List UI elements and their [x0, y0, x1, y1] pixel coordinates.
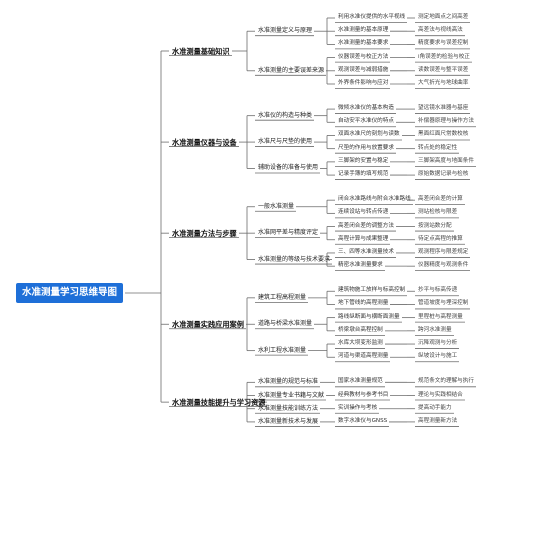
topic-level-3: 水准测量的基本原理 — [338, 27, 389, 34]
topic-level-4: 跨河水准测量 — [418, 326, 452, 333]
topic-level-2: 水准测量技能训练方法 — [258, 404, 319, 412]
topic-level-2: 水准仪的构造与种类 — [258, 111, 313, 119]
topic-level-4: 抄平与标高传递 — [418, 287, 458, 294]
topic-level-3: 尺垫的作用与放置要求 — [338, 144, 394, 151]
topic-level-4: 按测站数分配 — [418, 222, 452, 229]
topic-level-4: 沉降观测与分析 — [418, 340, 458, 347]
topic-level-3: 国家水准测量规范 — [338, 378, 383, 385]
topic-level-2: 水准测量的规范与标准 — [258, 378, 319, 386]
topic-level-2: 建筑工程高程测量 — [258, 293, 307, 301]
topic-level-4: 管道坡度与埋深控制 — [418, 300, 469, 307]
topic-level-4: 望远镜水准器与基座 — [418, 105, 469, 112]
topic-level-4: 测站检核与限差 — [418, 209, 458, 216]
topic-level-4: 提高动手能力 — [418, 404, 452, 411]
topic-level-3: 自动安平水准仪的特点 — [338, 118, 394, 125]
topic-level-3: 经典教材与参考书目 — [338, 391, 389, 398]
topic-level-3: 闭合水准路线与附合水准路线 — [338, 196, 411, 203]
topic-level-4: 里程桩与高程测量 — [418, 313, 463, 320]
topic-level-4: 三脚架高度与地面条件 — [418, 157, 474, 164]
topic-level-2: 水利工程水准测量 — [258, 346, 307, 354]
topic-level-3: 河道与渠道高程测量 — [338, 353, 389, 360]
topic-level-3: 水库大坝变形监测 — [338, 340, 383, 347]
topic-level-3: 地下管线的高程测量 — [338, 300, 389, 307]
topic-level-4: 补偿器原理与操作方法 — [418, 118, 474, 125]
topic-level-4: 读数误差与整平误差 — [418, 66, 469, 73]
topic-level-1: 水准测量实践应用案例 — [172, 319, 244, 329]
topic-level-2: 水准测量定义与原理 — [258, 27, 313, 35]
topic-level-4: 黑面红面尺常数校核 — [418, 131, 469, 138]
topic-level-3: 微倾水准仪的基本构造 — [338, 105, 394, 112]
topic-level-1: 水准测量基础知识 — [172, 46, 230, 56]
topic-level-3: 水准测量的基本要求 — [338, 40, 389, 47]
topic-level-3: 双面水准尺的刻划与读数 — [338, 131, 400, 138]
topic-level-1: 水准测量方法与步骤 — [172, 228, 237, 238]
topic-level-2: 水准测量的主要误差来源 — [258, 66, 325, 74]
topic-level-3: 三、四等水准测量技术 — [338, 248, 394, 255]
topic-level-4: 大气折光与地球曲率 — [418, 80, 469, 86]
topic-level-3: 观测误差与减弱措施 — [338, 66, 389, 73]
topic-level-4: 观测程序与限差规定 — [418, 248, 469, 255]
topic-level-3: 利用水准仪提供的水平视线 — [338, 14, 406, 20]
topic-level-3: 数字水准仪与GNSS — [338, 417, 388, 424]
topic-level-4: 高差闭合差的计算 — [418, 196, 463, 203]
root-topic: 水准测量学习思维导图 — [16, 283, 124, 303]
topic-level-3: 精密水准测量要求 — [338, 262, 383, 269]
topic-level-4: 仪器精度与观测条件 — [418, 262, 469, 269]
topic-level-4: 原始数据记录与检核 — [418, 171, 469, 178]
topic-level-2: 一般水准测量 — [258, 202, 295, 210]
topic-level-3: 桥梁墩台高程控制 — [338, 326, 383, 333]
topic-level-3: 记录手簿的填写规范 — [338, 171, 389, 178]
topic-level-4: 纵坡设计与施工 — [418, 353, 458, 360]
topic-level-4: 待定点高程的推算 — [418, 235, 463, 242]
topic-level-1: 水准测量仪器与设备 — [172, 137, 237, 147]
topic-level-2: 水准测量新技术与发展 — [258, 417, 319, 425]
topic-level-2: 水准测量专业书籍与文献 — [258, 391, 325, 399]
topic-level-2: 水准测量的等级与技术要求 — [258, 255, 331, 263]
topic-level-3: 仪器误差与校正方法 — [338, 53, 389, 60]
topic-level-4: 转点处的稳定性 — [418, 144, 458, 151]
topic-level-4: 测定地面点之间高差 — [418, 14, 469, 20]
topic-level-2: 水准网平差与精度评定 — [258, 229, 319, 237]
topic-level-2: 水准尺与尺垫的使用 — [258, 138, 313, 146]
topic-level-4: 理论与实践相结合 — [418, 391, 463, 398]
topic-level-3: 外界条件影响与应对 — [338, 80, 389, 86]
topic-level-3: 高程计算与成果整理 — [338, 235, 389, 242]
topic-level-4: 高差法与视线高法 — [418, 27, 463, 34]
topic-level-4: 规范条文的理解与执行 — [418, 378, 474, 385]
topic-level-3: 三脚架的安置与稳定 — [338, 157, 389, 164]
topic-level-1: 水准测量技能提升与学习资源 — [172, 397, 266, 407]
topic-level-3: 连续设站与转点传递 — [338, 209, 389, 216]
topic-level-2: 辅助设备的准备与使用 — [258, 164, 319, 172]
topic-level-3: 建筑物施工放样与标高控制 — [338, 287, 406, 294]
topic-level-4: i角误差的检验与校正 — [418, 53, 470, 60]
topic-level-3: 实训操作与考核 — [338, 404, 378, 411]
topic-level-3: 高差闭合差的调整方法 — [338, 222, 394, 229]
topic-level-2: 道路与桥梁水准测量 — [258, 320, 313, 328]
topic-level-4: 高程测量新方法 — [418, 417, 458, 424]
topic-level-4: 精度要求与误差控制 — [418, 40, 469, 47]
topic-level-3: 路线纵断面与横断面测量 — [338, 313, 400, 320]
